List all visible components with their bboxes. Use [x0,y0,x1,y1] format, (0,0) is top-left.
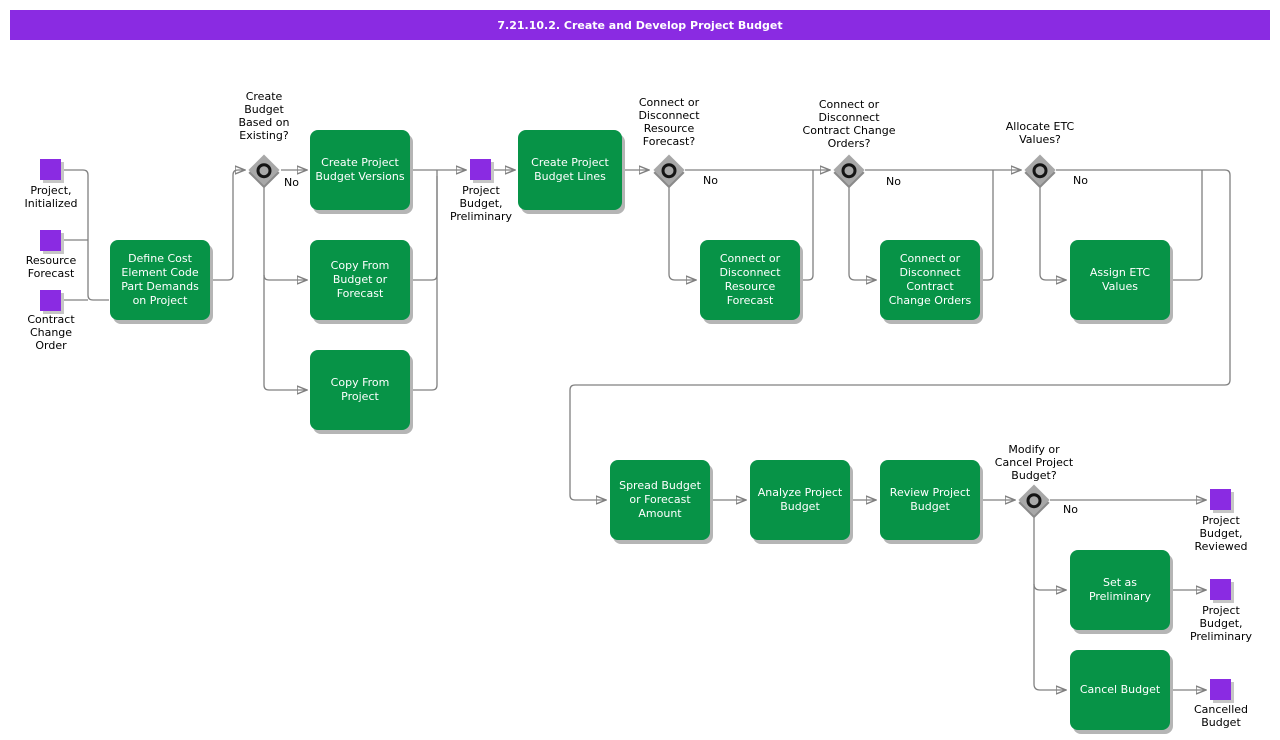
activity-cancel-budget[interactable]: Cancel Budget [1070,650,1170,730]
activity-analyze-project-budget[interactable]: Analyze Project Budget [750,460,850,540]
event-project-budget-preliminary-out[interactable] [1210,579,1231,600]
decision-ring-icon [838,159,860,181]
event-contract-change-order[interactable] [40,290,61,311]
activity-connect-disconnect-resource-forecast[interactable]: Connect or Disconnect Resource Forecast [700,240,800,320]
event-label-contract-change-order: Contract Change Order [27,313,75,352]
activity-set-as-preliminary[interactable]: Set as Preliminary [1070,550,1170,630]
activity-assign-etc-values[interactable]: Assign ETC Values [1070,240,1170,320]
edge-define-cost-to-decision1 [210,170,245,281]
decision-ring-icon [253,159,275,181]
event-cancelled-budget[interactable] [1210,679,1231,700]
edge-decision1-branch-copy-budget [263,275,307,280]
edge-copy-budget-to-merge [410,176,438,281]
edge-project-initialized-trunk [61,169,109,301]
edge-connect-cco-merge [980,170,994,281]
event-label-project-initialized: Project, Initialized [24,184,78,210]
activity-copy-from-project[interactable]: Copy From Project [310,350,410,430]
diagram-title-bar: 7.21.10.2. Create and Develop Project Bu… [10,10,1270,40]
edge-decision5-down-to-cancel [1033,516,1066,690]
edge-connect-rf-merge [800,170,814,281]
no-label-decision5: No [1063,503,1078,516]
decision-label-allocate-etc-values: Allocate ETC Values? [1005,120,1075,146]
activity-create-project-budget-lines[interactable]: Create Project Budget Lines [518,130,622,210]
decision-label-connect-disconnect-resource-forecast: Connect or Disconnect Resource Forecast? [638,96,700,148]
event-project-budget-reviewed[interactable] [1210,489,1231,510]
edge-decision2-down [668,186,696,280]
event-label-project-budget-preliminary-out: Project Budget, Preliminary [1189,604,1253,643]
decision-ring-icon [658,159,680,181]
decision-label-connect-disconnect-contract-change-orders: Connect or Disconnect Contract Change Or… [802,98,896,150]
event-label-resource-forecast: Resource Forecast [25,254,77,280]
event-project-initialized[interactable] [40,159,61,180]
edge-decision1-down-to-copy-project [263,186,307,390]
activity-define-cost-element-code-part-demands[interactable]: Define Cost Element Code Part Demands on… [110,240,210,320]
event-project-budget-preliminary-mid[interactable] [470,159,491,180]
no-label-decision3: No [886,175,901,188]
no-label-decision1: No [284,176,299,189]
no-label-decision4: No [1073,174,1088,187]
edge-assign-etc-merge [1170,170,1203,281]
connectors [61,169,1231,690]
activity-spread-budget-or-forecast-amount[interactable]: Spread Budget or Forecast Amount [610,460,710,540]
decision-ring-icon [1029,159,1051,181]
no-label-decision2: No [703,174,718,187]
activity-copy-from-budget-or-forecast[interactable]: Copy From Budget or Forecast [310,240,410,320]
activity-create-project-budget-versions[interactable]: Create Project Budget Versions [310,130,410,210]
event-label-project-budget-reviewed: Project Budget, Reviewed [1194,514,1248,553]
edge-copy-project-to-merge [410,170,438,391]
edge-decision5-branch-set-preliminary [1033,583,1066,590]
edge-decision4-down [1039,186,1066,280]
event-label-cancelled-budget: Cancelled Budget [1193,703,1249,729]
decision-ring-icon [1023,489,1045,511]
edge-decision3-down [848,186,876,280]
activity-connect-disconnect-contract-change-orders[interactable]: Connect or Disconnect Contract Change Or… [880,240,980,320]
event-resource-forecast[interactable] [40,230,61,251]
event-label-project-budget-preliminary-mid: Project Budget, Preliminary [449,184,513,223]
activity-review-project-budget[interactable]: Review Project Budget [880,460,980,540]
decision-label-create-budget-based-on-existing: Create Budget Based on Existing? [238,90,290,142]
decision-label-modify-or-cancel-project-budget: Modify or Cancel Project Budget? [994,443,1074,482]
edge-main-loop-to-spread [569,169,1231,500]
